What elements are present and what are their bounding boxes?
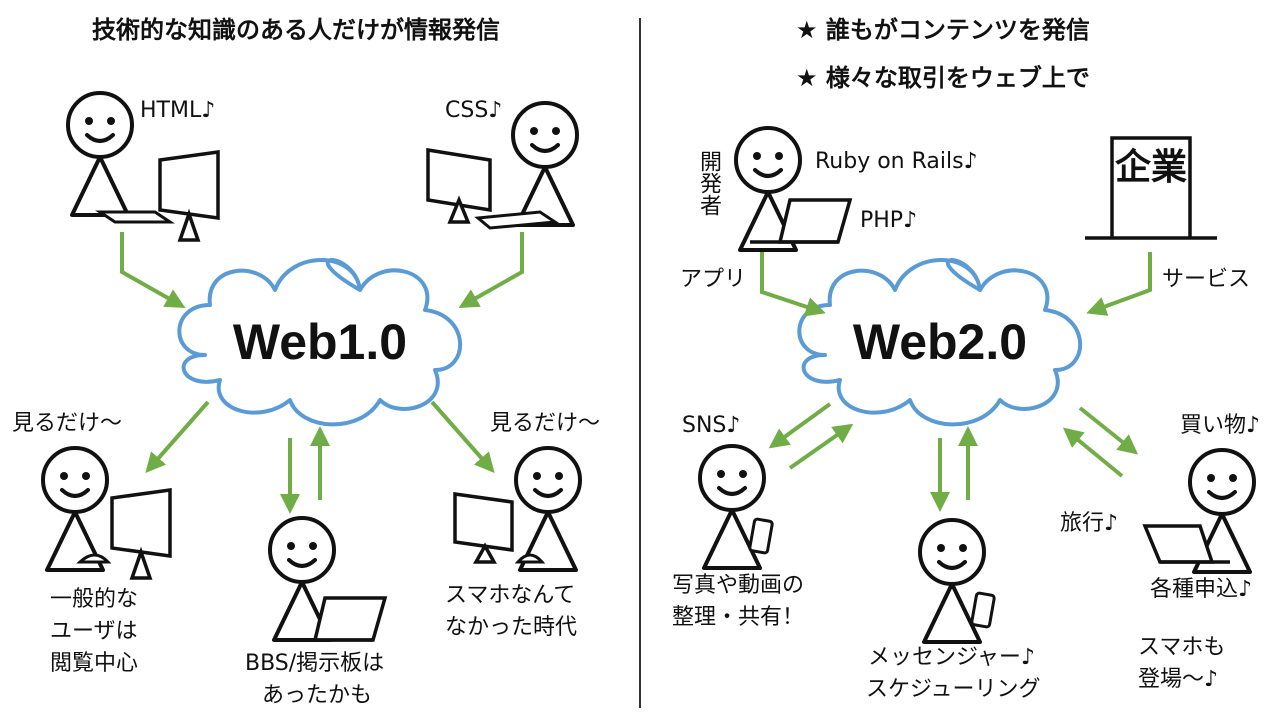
messenger-line-2: スケジューリング <box>866 677 1041 702</box>
css-label: CSS♪ <box>445 98 503 123</box>
bbs-person-icon <box>268 516 387 642</box>
travel-label: 旅行♪ <box>1060 511 1119 536</box>
developer-label: 開発者 <box>696 150 721 216</box>
web1-header: 技術的な知識のある人だけが情報発信 <box>92 16 500 44</box>
monitor-icon <box>426 147 492 213</box>
arrow-sns-to-web2 <box>788 423 854 470</box>
web2-header-line-2: ★ 様々な取引をウェブ上で <box>796 64 1090 92</box>
php-label: PHP♪ <box>860 208 918 233</box>
company-label: 企業 <box>1114 147 1187 188</box>
shopping-label: 買い物♪ <box>1180 413 1261 438</box>
css-author-person-icon <box>426 101 579 230</box>
viewer-right-person-icon <box>453 446 582 572</box>
general-users-line-2: ユーザは <box>50 619 138 644</box>
photo-line-2: 整理・共有！ <box>672 605 805 630</box>
service-label: サービス <box>1162 267 1251 292</box>
sns-person-icon <box>698 444 774 570</box>
arrow-web1-to-viewer-right <box>430 400 495 473</box>
apply-label: 各種申込♪ <box>1150 577 1253 602</box>
bbs-line-2: あったかも <box>262 683 373 708</box>
messenger-line-1: メッセンジャー♪ <box>868 645 1035 670</box>
html-label: HTML♪ <box>140 98 216 123</box>
laptop-icon <box>1142 524 1215 564</box>
arrow-web1-to-viewer-left <box>145 400 210 473</box>
viewer-right-label: 見るだけ～ <box>490 411 601 436</box>
general-users-line-3: 閲覧中心 <box>50 651 139 676</box>
web1-cloud-label: Web1.0 <box>232 314 408 370</box>
arrow-shopper-to-web2 <box>1062 427 1124 478</box>
web2-arrows <box>760 252 1152 512</box>
arrow-developer-to-web2 <box>760 252 826 317</box>
web1-arrows <box>120 232 524 514</box>
smartphone-icon <box>748 517 774 555</box>
arrow-html-to-web1 <box>120 232 186 308</box>
arrow-company-to-web2 <box>1086 252 1152 316</box>
smartphone-debut-line-1: スマホも <box>1138 635 1226 660</box>
monitor-icon <box>453 491 514 553</box>
arrow-css-to-web1 <box>458 232 524 308</box>
app-label: アプリ <box>680 267 747 292</box>
keyboard-icon <box>474 210 560 230</box>
smartphone-icon <box>970 591 996 629</box>
html-author-person-icon <box>66 91 220 242</box>
sns-label: SNS♪ <box>682 413 741 438</box>
bbs-line-1: BBS/掲示板は <box>245 651 385 676</box>
general-users-line-1: 一般的な <box>50 587 139 612</box>
photo-line-1: 写真や動画の <box>672 573 805 598</box>
shopper-person-icon <box>1142 448 1256 574</box>
viewer-left-person-icon <box>41 446 172 580</box>
web2-cloud-label: Web2.0 <box>852 314 1028 370</box>
company-building-icon <box>1085 136 1217 240</box>
keyboard-icon <box>95 210 175 224</box>
messenger-person-icon <box>918 518 996 644</box>
viewer-left-label: 見るだけ～ <box>12 411 123 436</box>
smartphone-era-line-1: スマホなんて <box>445 583 576 608</box>
ruby-label: Ruby on Rails♪ <box>815 149 978 174</box>
smartphone-debut-line-2: 登場～♪ <box>1138 667 1219 692</box>
web2-header-line-1: ★ 誰もがコンテンツを発信 <box>796 16 1090 44</box>
arrow-web2-to-sns <box>768 402 832 449</box>
arrow-web2-to-shopper <box>1078 406 1139 455</box>
smartphone-era-line-2: なかった時代 <box>445 615 578 640</box>
